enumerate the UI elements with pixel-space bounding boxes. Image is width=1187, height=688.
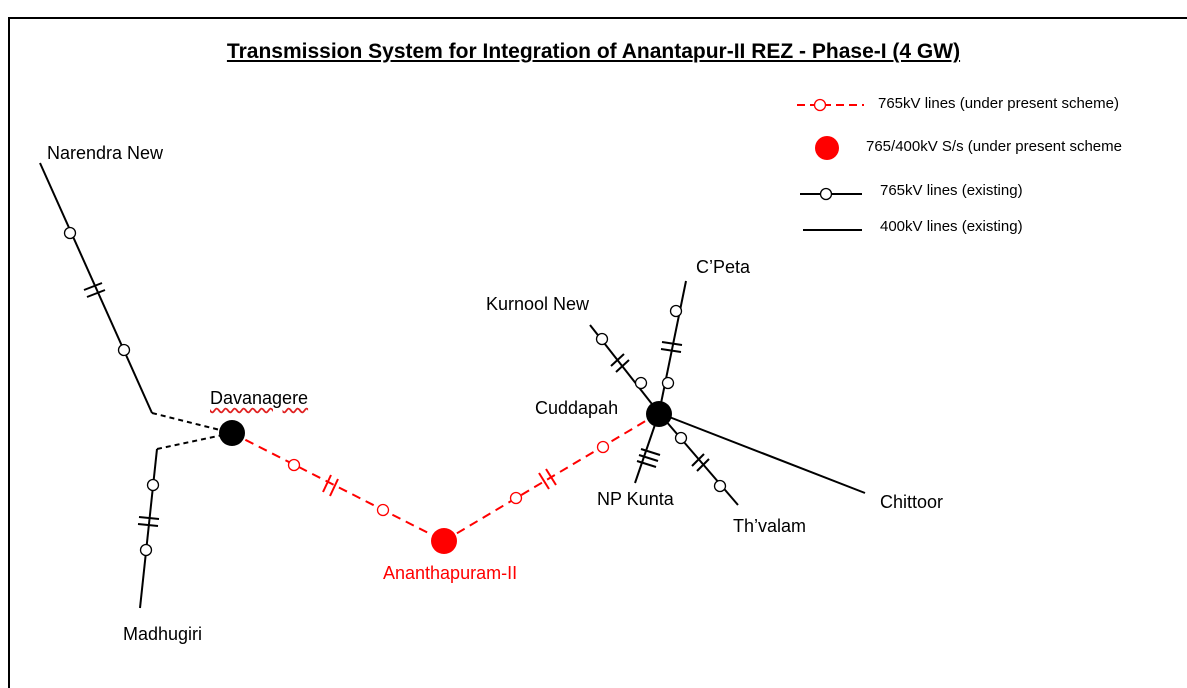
substation-ananthapuram-icon bbox=[431, 528, 457, 554]
node-label-cpeta: C’Peta bbox=[696, 257, 751, 277]
line-marker-icon bbox=[669, 304, 683, 318]
substation-davanagere-icon bbox=[219, 420, 245, 446]
legend-existing-765-icon bbox=[800, 187, 862, 201]
diagram-frame bbox=[8, 17, 1187, 688]
line-marker-icon bbox=[509, 491, 523, 505]
node-label-thvalam: Th’valam bbox=[733, 516, 807, 536]
node-label-madhugiri: Madhugiri bbox=[123, 624, 203, 644]
node-label-cuddapah: Cuddapah bbox=[535, 398, 619, 418]
node-label-narendra-new: Narendra New bbox=[47, 143, 164, 163]
line-marker-icon bbox=[139, 543, 153, 557]
line-marker-icon bbox=[713, 479, 727, 493]
double-circuit-icon bbox=[610, 353, 630, 373]
diagram-title: Transmission System for Integration of A… bbox=[226, 40, 961, 63]
double-circuit-icon bbox=[660, 341, 683, 353]
line-cuddapah-cpeta bbox=[658, 280, 687, 414]
line-marker-icon bbox=[674, 431, 688, 445]
line-narendra-davanagere bbox=[39, 162, 153, 414]
legend-existing-400-label: 400kV lines (existing) bbox=[880, 218, 1023, 235]
node-label-np-kunta: NP Kunta bbox=[597, 489, 674, 509]
double-circuit-icon bbox=[83, 282, 106, 298]
legend-new-lines-label: 765kV lines (under present scheme) bbox=[878, 95, 1119, 112]
node-label-davanagere: Davanagere bbox=[210, 388, 309, 408]
triple-circuit-icon bbox=[636, 448, 661, 468]
node-label-chittoor: Chittoor bbox=[880, 492, 944, 512]
double-circuit-icon bbox=[538, 468, 557, 490]
legend-existing-765-label: 765kV lines (existing) bbox=[880, 182, 1023, 199]
line-marker-icon bbox=[661, 376, 675, 390]
legend-new-substation-label: 765/400kV S/s (under present scheme bbox=[866, 138, 1122, 155]
line-marker-icon bbox=[596, 440, 610, 454]
double-circuit-icon bbox=[137, 516, 160, 527]
line-marker-icon bbox=[634, 376, 648, 390]
node-label-ananthapuram-ii: Ananthapuram-II bbox=[383, 563, 518, 583]
line-narendra-davanagere-dashed bbox=[151, 412, 233, 434]
line-cuddapah-chittoor bbox=[658, 412, 866, 494]
line-madhugiri-davanagere bbox=[139, 448, 158, 609]
line-marker-icon bbox=[146, 478, 160, 492]
legend-new-line-icon bbox=[797, 98, 864, 112]
line-marker-icon bbox=[595, 332, 609, 346]
line-marker-icon bbox=[376, 503, 390, 517]
substation-cuddapah-icon bbox=[646, 401, 672, 427]
double-circuit-icon bbox=[691, 453, 710, 472]
line-marker-icon bbox=[63, 226, 77, 240]
node-label-kurnool-new: Kurnool New bbox=[486, 294, 590, 314]
line-marker-icon bbox=[287, 458, 301, 472]
line-davanagere-ananthapuram bbox=[231, 432, 445, 542]
line-marker-icon bbox=[117, 343, 131, 357]
double-circuit-icon bbox=[322, 474, 339, 497]
legend-new-substation-icon bbox=[815, 136, 839, 160]
